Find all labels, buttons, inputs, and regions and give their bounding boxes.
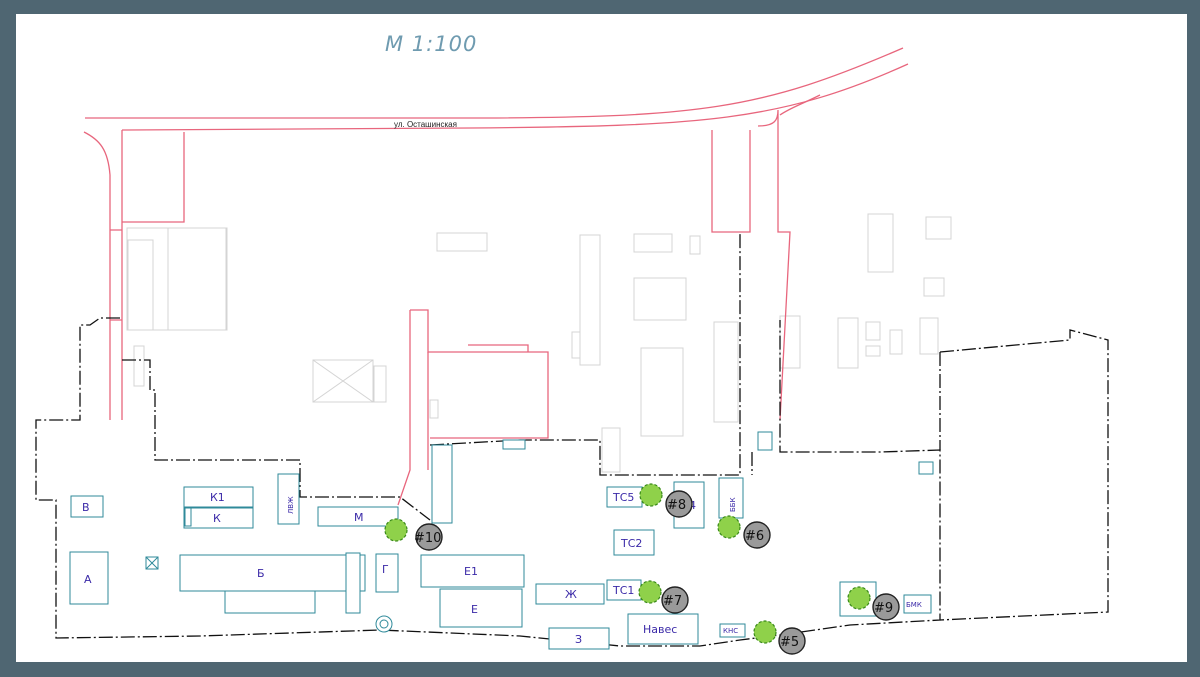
observation-points: #10 #8 #6 #7 #9 #5	[384, 483, 900, 655]
background-buildings	[126, 213, 952, 473]
svg-text:ТС5: ТС5	[612, 491, 634, 504]
building-e: Е	[439, 588, 523, 628]
point-5: #5	[753, 620, 806, 655]
building-ts5: ТС5	[606, 486, 643, 508]
building-b: Б	[179, 554, 366, 614]
svg-text:КНС: КНС	[723, 627, 738, 635]
building-a: А	[69, 551, 109, 605]
building-zh: Ж	[535, 583, 605, 605]
street-label: ул. Осташинская	[394, 120, 457, 129]
svg-text:М: М	[354, 511, 364, 524]
building-ts2: ТС2	[613, 529, 655, 556]
svg-text:#6: #6	[745, 529, 764, 544]
drawing-sheet	[16, 14, 1187, 662]
svg-text:ТС2: ТС2	[620, 537, 642, 550]
building-naves: Навес	[627, 613, 699, 645]
svg-text:Б: Б	[257, 567, 265, 580]
building-bbk: ББК	[718, 477, 744, 519]
svg-text:#10: #10	[414, 531, 441, 546]
building-v: В	[70, 495, 104, 518]
svg-text:БМК: БМК	[906, 601, 922, 609]
building-g: Г	[375, 553, 399, 593]
point-9: #9	[847, 586, 900, 621]
svg-text:ЛВЖ: ЛВЖ	[287, 496, 295, 514]
svg-text:З: З	[575, 633, 582, 646]
building-z: З	[548, 627, 610, 650]
svg-text:#9: #9	[874, 601, 893, 616]
building-bmk: БМК	[903, 594, 932, 614]
point-10: #10	[384, 518, 443, 551]
svg-text:А: А	[84, 573, 92, 586]
svg-text:#8: #8	[667, 498, 686, 513]
building-e1: Е1	[420, 554, 525, 588]
svg-text:К1: К1	[210, 491, 225, 504]
scale-label: М 1:100	[385, 32, 477, 56]
svg-text:Навес: Навес	[643, 623, 677, 636]
point-6: #6	[717, 515, 771, 549]
building-k: К	[183, 507, 254, 529]
svg-text:ББК: ББК	[729, 497, 737, 512]
svg-text:Е1: Е1	[464, 565, 478, 578]
point-7: #7	[638, 580, 689, 614]
svg-text:Е: Е	[471, 603, 478, 616]
building-m: М	[317, 506, 399, 527]
svg-text:#7: #7	[663, 594, 682, 609]
building-k1: К1	[183, 486, 254, 508]
buildings: В А К1 К ЛВЖ Б М Г	[69, 431, 934, 650]
svg-text:К: К	[213, 512, 221, 525]
building-ts1: ТС1	[606, 579, 642, 601]
svg-text:В: В	[82, 501, 90, 514]
svg-text:#5: #5	[780, 635, 799, 650]
svg-text:Ж: Ж	[565, 588, 577, 601]
building-lvzh: ЛВЖ	[277, 473, 300, 525]
svg-text:ТС1: ТС1	[612, 584, 634, 597]
point-8: #8	[639, 483, 693, 518]
svg-text:Г: Г	[382, 563, 389, 576]
building-kns: КНС	[719, 623, 746, 638]
red-lines	[83, 47, 909, 506]
